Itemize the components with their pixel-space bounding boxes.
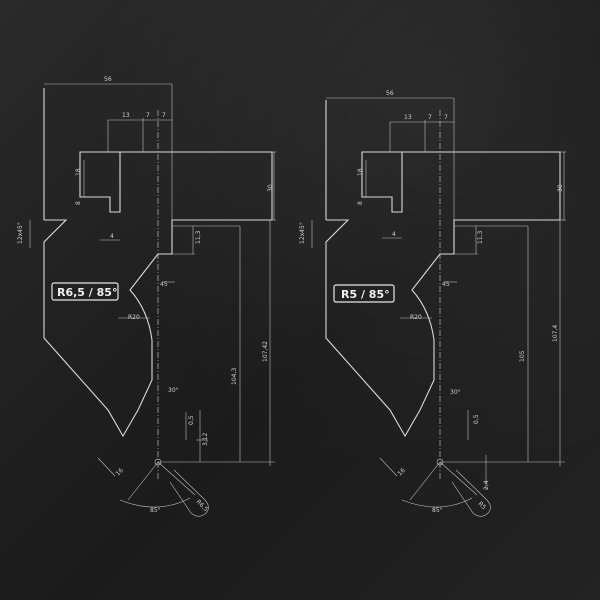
right-dim-85: 85° — [432, 507, 443, 514]
right-dim-45: 45 — [442, 281, 450, 288]
right-dim-13: 13 — [404, 114, 412, 121]
left-dim-3-12: 3,12 — [202, 432, 209, 446]
left-dim-107-42: 107,42 — [262, 341, 269, 362]
right-dim-4: 4 — [392, 231, 396, 238]
left-dim-width: 56 — [104, 76, 112, 83]
left-dim-13: 13 — [122, 112, 130, 119]
right-dim-7b: 7 — [444, 114, 448, 121]
left-dim-4: 4 — [110, 233, 114, 240]
right-tool: 56 13 7 7 18 8 12x45° 4 30 11,3 45 R20 1… — [299, 90, 566, 517]
right-dim-107-4: 107,4 — [552, 325, 559, 342]
left-dim-16: 16 — [114, 467, 124, 477]
right-dim-30: 30 — [557, 184, 564, 192]
left-dim-7b: 7 — [162, 112, 166, 119]
left-dim-tip: R6,5 — [195, 498, 210, 513]
left-dim-45: 45 — [160, 281, 168, 288]
right-tool-label: R5 / 85° — [341, 288, 390, 301]
left-tool-outline — [43, 151, 273, 438]
left-dim-8: 8 — [75, 201, 82, 205]
left-dim-r20: R20 — [128, 314, 140, 321]
right-dim-8: 8 — [357, 201, 364, 205]
right-dim-tip: R5 — [477, 500, 488, 511]
left-dim-30deg: 30° — [168, 387, 179, 394]
right-dim-12x45: 12x45° — [299, 222, 306, 244]
right-dim-105: 105 — [519, 350, 526, 362]
left-dim-104-3: 104,3 — [231, 368, 238, 385]
left-tool-label-box — [51, 282, 119, 301]
right-tool-outline — [325, 151, 561, 438]
left-dim-30: 30 — [267, 184, 274, 192]
left-dim-0-5: 0,5 — [188, 415, 195, 425]
right-dim-16: 16 — [396, 467, 406, 477]
left-tool: 56 13 7 7 18 8 12x45° 4 30 11,3 45 R20 1… — [17, 76, 276, 517]
right-dim-11-3: 11,3 — [477, 230, 484, 244]
right-tool-label-box — [333, 284, 395, 303]
left-dim-11-3: 11,3 — [195, 230, 202, 244]
right-dim-18: 18 — [357, 168, 364, 176]
right-dim-7a: 7 — [428, 114, 432, 121]
right-dim-width: 56 — [386, 90, 394, 97]
left-dim-18: 18 — [75, 168, 82, 176]
right-dim-2-4: 2,4 — [483, 480, 490, 490]
right-dim-0-5: 0,5 — [473, 414, 480, 424]
left-dim-85: 85° — [150, 507, 161, 514]
right-dim-r20: R20 — [410, 314, 422, 321]
left-dim-12x45: 12x45° — [17, 222, 24, 244]
left-tool-label: R6,5 / 85° — [57, 286, 117, 299]
right-dim-30deg: 30° — [450, 389, 461, 396]
left-dim-7a: 7 — [146, 112, 150, 119]
